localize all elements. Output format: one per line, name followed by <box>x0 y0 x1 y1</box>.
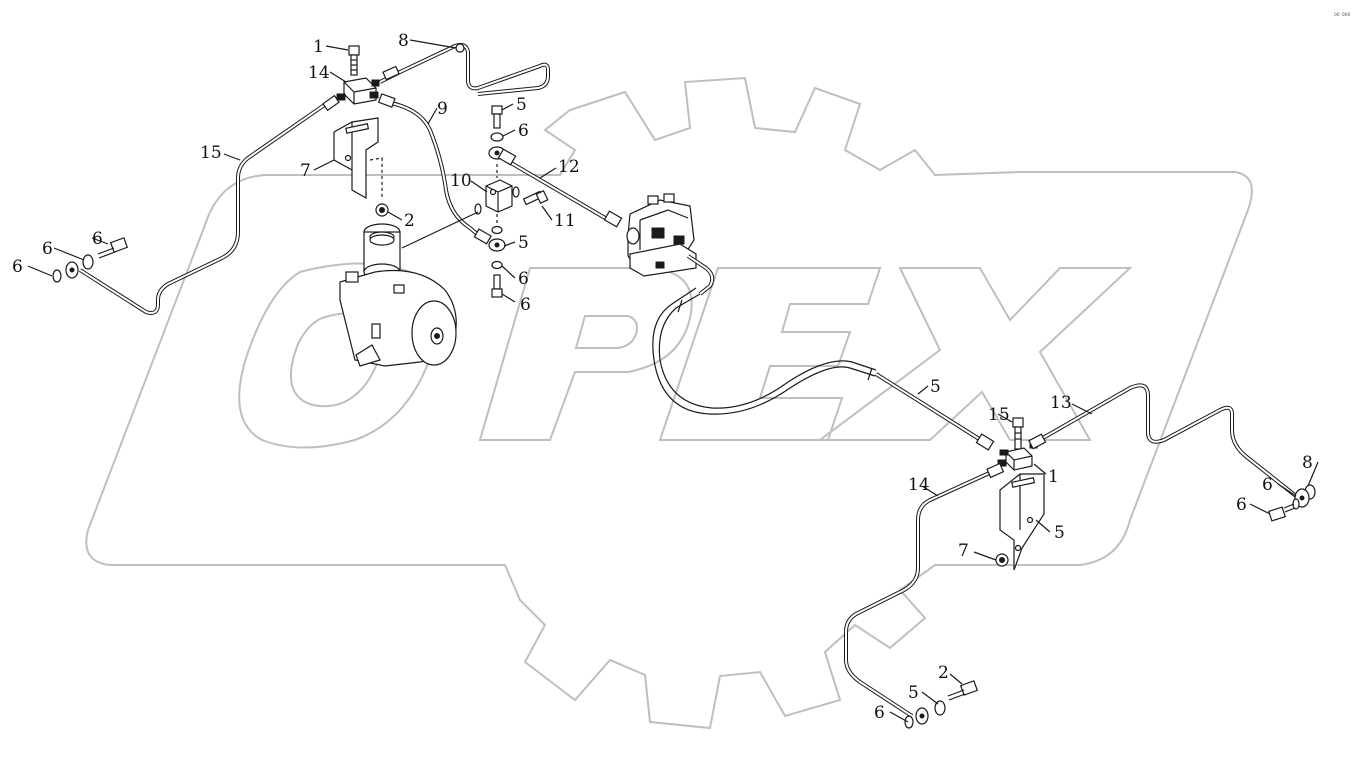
callout-label: 1 <box>313 37 324 57</box>
bolt-5-top-centre <box>491 105 503 129</box>
left-upper-assembly <box>52 42 550 315</box>
callout-label: 14 <box>308 63 330 83</box>
callout-label: 12 <box>558 157 580 177</box>
bracket-7-right <box>999 473 1045 571</box>
callout-label: 15 <box>988 405 1010 425</box>
washer-6-mid <box>491 225 503 235</box>
callout-label: 5 <box>908 683 919 703</box>
callout-label: 6 <box>518 269 529 289</box>
watermark-letter-x <box>817 267 1133 441</box>
fitting-8-top <box>382 65 400 81</box>
right-lower-assembly <box>844 383 1316 729</box>
watermark-gear-outline <box>85 76 1253 730</box>
junction-block-10 <box>485 179 513 213</box>
callout-label: 11 <box>554 211 576 231</box>
callout-label: 15 <box>200 143 222 163</box>
watermark-letter-e <box>658 267 882 441</box>
left-end-fittings <box>52 237 129 283</box>
callout-label: 10 <box>450 171 472 191</box>
callout-label: 6 <box>518 121 529 141</box>
dashed-line-to-nut <box>369 157 383 200</box>
centre-junction-stack <box>474 105 549 298</box>
bottom-end-fittings <box>904 680 979 729</box>
right-end-fittings <box>1268 484 1316 522</box>
callout-label: 13 <box>1050 393 1072 413</box>
washer-6-bottom <box>491 260 503 270</box>
callout-label: 14 <box>908 475 930 495</box>
callout-label: 6 <box>520 295 531 315</box>
callout-label: 2 <box>404 211 415 231</box>
callout-label: 5 <box>516 95 527 115</box>
watermark-letter-p-inner <box>574 315 638 349</box>
watermark-letter-p <box>478 267 693 441</box>
tee-block-14-top <box>336 77 380 105</box>
bolt-5-bottom-centre <box>491 274 503 298</box>
opex-watermark <box>85 76 1253 730</box>
washer-6-top <box>490 132 504 142</box>
pipe-15-left <box>78 97 335 315</box>
callout-label: 6 <box>42 239 53 259</box>
callout-label: 6 <box>874 703 885 723</box>
bolt-11 <box>522 189 549 206</box>
callout-label: 5 <box>1054 523 1065 543</box>
callout-label: 6 <box>1262 475 1273 495</box>
hose-13-loop <box>652 287 876 415</box>
callout-label: 5 <box>518 233 529 253</box>
bracket-7-left <box>333 117 379 200</box>
leader-lines <box>27 39 1319 723</box>
callout-label: 7 <box>958 541 969 561</box>
callout-labels: 1 8 14 9 5 6 15 12 7 10 2 11 5 6 6 6 6 5… <box>12 31 1313 723</box>
callout-label: 5 <box>930 377 941 397</box>
nut-2-left <box>375 203 389 217</box>
callout-label: 8 <box>398 31 409 51</box>
callout-label: 2 <box>938 663 949 683</box>
bolt-1-right <box>1012 417 1024 450</box>
bolt-1-top-left <box>348 45 360 76</box>
callout-label: 6 <box>92 229 103 249</box>
nut-2-right <box>995 553 1009 567</box>
hose-12-and-valve <box>497 148 995 451</box>
callout-label: 8 <box>1302 453 1313 473</box>
callout-label: 1 <box>1048 467 1059 487</box>
callout-label: 9 <box>437 99 448 119</box>
hose-9 <box>385 100 484 240</box>
callout-label: 6 <box>1236 495 1247 515</box>
corner-mark: ₀₀ ₀₀₀ <box>1334 10 1350 18</box>
callout-label: 6 <box>12 257 23 277</box>
master-cylinder-reservoir <box>339 211 479 367</box>
callout-label: 7 <box>300 161 311 181</box>
